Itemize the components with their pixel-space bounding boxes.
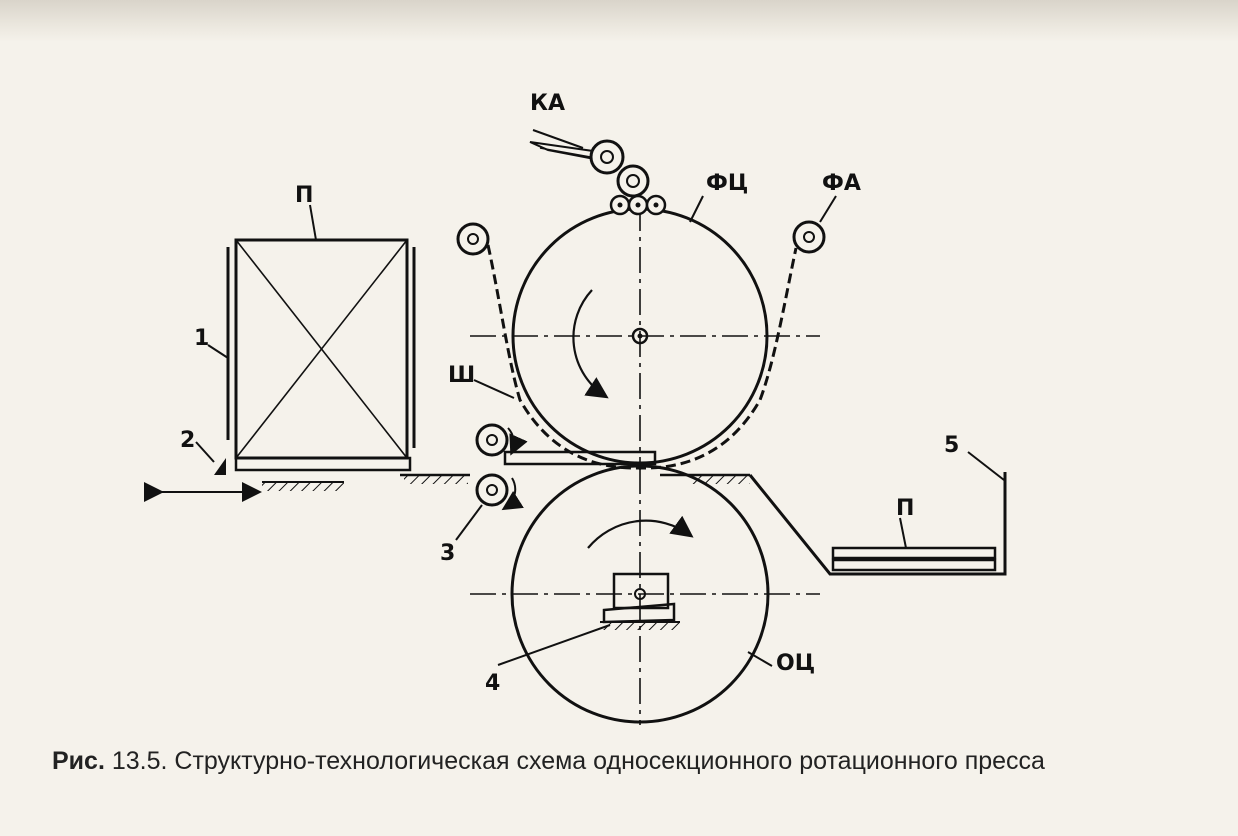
sheet-stack — [144, 238, 416, 502]
left-tape-roller — [456, 222, 490, 256]
label-oc: ОЦ — [776, 651, 815, 676]
output-delivery — [660, 472, 1007, 576]
label-p-stack: П — [295, 183, 313, 208]
label-1: 1 — [194, 326, 209, 351]
feed-table — [400, 450, 657, 484]
label-4: 4 — [485, 671, 500, 696]
label-5: 5 — [944, 433, 959, 458]
inking-apparatus — [529, 129, 667, 216]
label-2: 2 — [180, 428, 195, 453]
label-ka: КА — [530, 91, 565, 116]
ink-roller-small-row — [609, 194, 667, 216]
pressure-cylinder — [470, 464, 820, 725]
label-3: 3 — [440, 541, 455, 566]
leader-lines — [195, 195, 1005, 667]
label-fc: ФЦ — [706, 171, 748, 196]
caption-prefix: Рис. — [52, 747, 105, 775]
ink-roller-large-1 — [589, 139, 625, 175]
scan-edge-shading — [0, 0, 1238, 42]
label-fa: ФА — [822, 171, 861, 196]
figure-caption: Рис. 13.5. Структурно-технологическая сх… — [52, 744, 1152, 778]
label-sh: Ш — [448, 363, 475, 388]
feed-rollers — [475, 423, 528, 511]
form-cylinder — [470, 205, 820, 470]
label-p-output: П — [896, 496, 914, 521]
ink-roller-large-2 — [616, 164, 650, 198]
film-tape-system — [456, 220, 826, 470]
caption-text: 13.5. Структурно-технологическая схема о… — [104, 747, 1045, 775]
right-tape-roller-fa — [792, 220, 826, 254]
